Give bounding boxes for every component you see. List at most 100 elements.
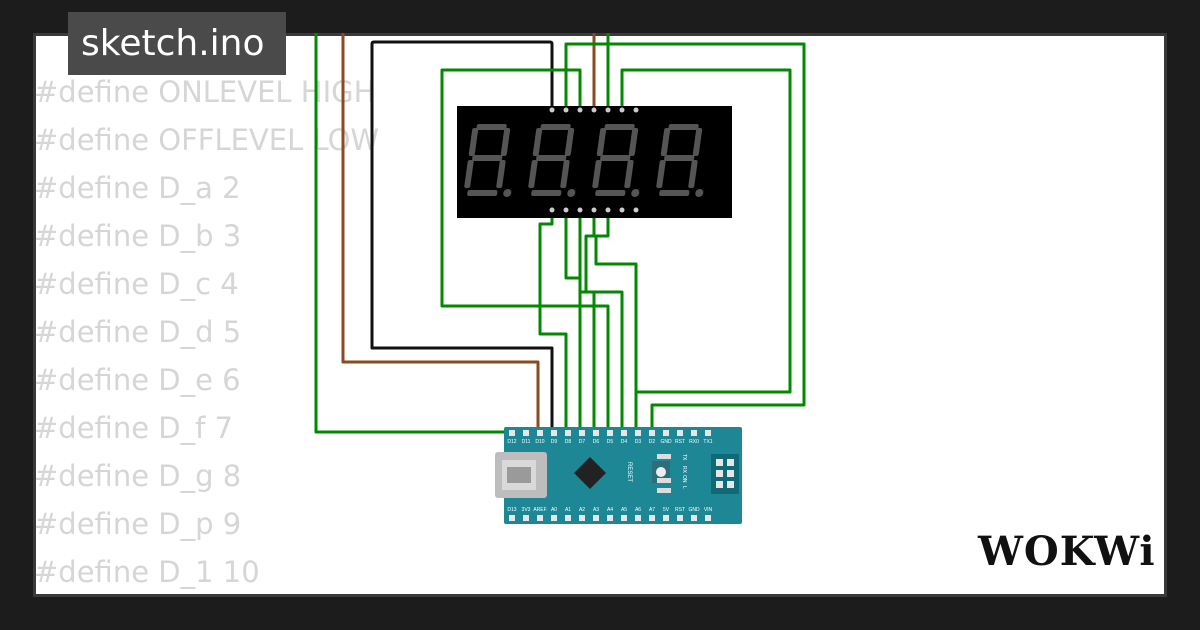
- board-pin[interactable]: [537, 430, 543, 436]
- l-label: L: [681, 486, 687, 489]
- board-pin[interactable]: [607, 515, 613, 521]
- board-pin[interactable]: [509, 430, 515, 436]
- wire-green[interactable]: [584, 210, 624, 430]
- board-pin[interactable]: [509, 515, 515, 521]
- pin-label: 3V3: [522, 507, 531, 513]
- wire-green[interactable]: [564, 42, 806, 430]
- tx-label: TX: [681, 454, 687, 461]
- reset-button[interactable]: [656, 467, 666, 477]
- board-pin[interactable]: [593, 430, 599, 436]
- pin-label: 5V: [663, 507, 670, 513]
- board-pin[interactable]: [565, 430, 571, 436]
- board-pin[interactable]: [663, 430, 669, 436]
- wire-black[interactable]: [370, 40, 554, 430]
- pin-label: RX0: [689, 439, 699, 445]
- display-pin[interactable]: [619, 107, 625, 113]
- board-pin[interactable]: [649, 515, 655, 521]
- board-pin[interactable]: [663, 515, 669, 521]
- board-pin[interactable]: [551, 430, 557, 436]
- code-line: #define D_e 6: [34, 363, 241, 397]
- pin-label: D5: [607, 439, 614, 445]
- pin-label: A0: [551, 507, 557, 513]
- board-pin[interactable]: [649, 430, 655, 436]
- display-pin[interactable]: [633, 207, 639, 213]
- board-pin[interactable]: [621, 515, 627, 521]
- wire-green[interactable]: [538, 210, 568, 430]
- reset-label: RESET: [626, 462, 632, 482]
- board-pin[interactable]: [593, 515, 599, 521]
- seven-segment-display[interactable]: [457, 106, 732, 218]
- pin-label: D2: [649, 439, 656, 445]
- pin-label: D7: [579, 439, 586, 445]
- pin-label: RST: [675, 439, 685, 445]
- wire-brown[interactable]: [341, 33, 540, 430]
- board-pin[interactable]: [565, 515, 571, 521]
- board-pin[interactable]: [705, 430, 711, 436]
- rx-label: RX: [681, 466, 687, 474]
- board-pin[interactable]: [523, 515, 529, 521]
- on-label: ON: [681, 475, 687, 483]
- code-background: #define ONLEVEL HIGH #define OFFLEVEL LO…: [34, 68, 379, 596]
- code-line: #define OFFLEVEL LOW: [34, 123, 380, 157]
- code-line: #define D_d 5: [34, 315, 242, 349]
- pin-label: A1: [565, 507, 571, 513]
- digit: [592, 124, 640, 197]
- display-pin[interactable]: [591, 207, 597, 213]
- pin-label: GND: [688, 507, 700, 513]
- code-line: #define D_f 7: [34, 411, 233, 445]
- display-pin[interactable]: [605, 107, 611, 113]
- pin-label: A2: [579, 507, 585, 513]
- pin-label: RST: [675, 507, 685, 513]
- mcu-chip: [574, 457, 606, 489]
- pin-label: A6: [635, 507, 641, 513]
- board-pin[interactable]: [691, 515, 697, 521]
- display-pin[interactable]: [563, 207, 569, 213]
- wires: [314, 33, 806, 434]
- pin-label: TX1: [703, 439, 712, 445]
- board-pin[interactable]: [523, 430, 529, 436]
- board-pin[interactable]: [621, 430, 627, 436]
- board-pin[interactable]: [705, 515, 711, 521]
- board-pin[interactable]: [635, 515, 641, 521]
- wire-green[interactable]: [564, 210, 582, 430]
- code-line: #define D_c 4: [34, 267, 239, 301]
- display-pin[interactable]: [633, 107, 639, 113]
- board-pin[interactable]: [579, 515, 585, 521]
- display-pin[interactable]: [577, 107, 583, 113]
- board-pin[interactable]: [551, 515, 557, 521]
- board-pin[interactable]: [537, 515, 543, 521]
- pin-label: D6: [593, 439, 600, 445]
- pin-label: D8: [565, 439, 572, 445]
- display-pin[interactable]: [549, 207, 555, 213]
- pin-label: D13: [507, 507, 516, 513]
- display-pin[interactable]: [605, 207, 611, 213]
- code-line: #define D_g 8: [34, 459, 242, 493]
- display-pin[interactable]: [549, 107, 555, 113]
- pin-label: D3: [635, 439, 642, 445]
- display-pin[interactable]: [591, 107, 597, 113]
- board-pin[interactable]: [579, 430, 585, 436]
- board-pin[interactable]: [691, 430, 697, 436]
- board-pin[interactable]: [677, 515, 683, 521]
- display-pin[interactable]: [577, 207, 583, 213]
- pin-label: A7: [649, 507, 655, 513]
- wire-green[interactable]: [314, 33, 512, 434]
- pin-label: VIN: [704, 507, 713, 513]
- wire-green[interactable]: [440, 68, 610, 430]
- wire-green[interactable]: [620, 68, 792, 430]
- pin-label: AREF: [533, 507, 546, 513]
- display-pin[interactable]: [619, 207, 625, 213]
- wire-green[interactable]: [594, 210, 638, 392]
- pin-label: D9: [551, 439, 558, 445]
- board-pin[interactable]: [635, 430, 641, 436]
- digit: [656, 124, 704, 197]
- board-pin[interactable]: [607, 430, 613, 436]
- pin-label: D10: [535, 439, 544, 445]
- code-line: #define D_a 2: [34, 171, 241, 205]
- pin-label: A3: [593, 507, 599, 513]
- pin-label: D12: [507, 439, 516, 445]
- board-pin[interactable]: [677, 430, 683, 436]
- display-pin[interactable]: [563, 107, 569, 113]
- code-line: #define D_1 10: [34, 555, 260, 589]
